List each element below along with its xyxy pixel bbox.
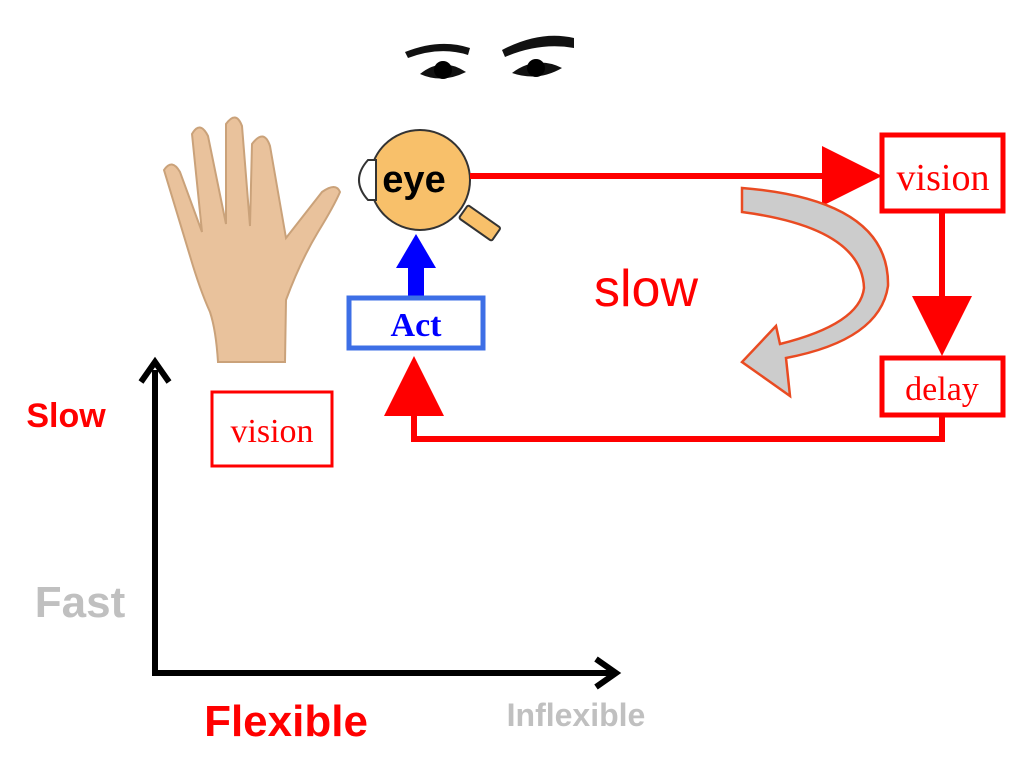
eyes-icon <box>392 34 576 98</box>
curved-loop-arrow <box>740 186 890 399</box>
vision-box-label: vision <box>897 157 990 199</box>
axis-fast-label: Fast <box>35 578 126 627</box>
act-box <box>346 295 486 351</box>
vision-small-label: vision <box>230 413 313 450</box>
vision-box <box>879 132 1006 214</box>
act-label: Act <box>391 307 443 344</box>
axes <box>138 356 622 690</box>
eyeball-icon <box>358 129 501 242</box>
delay-box <box>879 355 1006 418</box>
delay-box-label: delay <box>905 371 979 408</box>
eye-label: eye <box>382 159 445 201</box>
axis-slow-label: Slow <box>26 397 106 435</box>
axis-inflexible-label: Inflexible <box>507 697 646 733</box>
hand-icon <box>162 116 342 363</box>
delay-to-act-arrow <box>384 356 945 442</box>
axis-flexible-label: Flexible <box>204 697 368 746</box>
vision-small-box <box>210 390 334 468</box>
slow-loop-label: slow <box>594 260 698 318</box>
act-to-eye-arrow <box>396 234 436 298</box>
